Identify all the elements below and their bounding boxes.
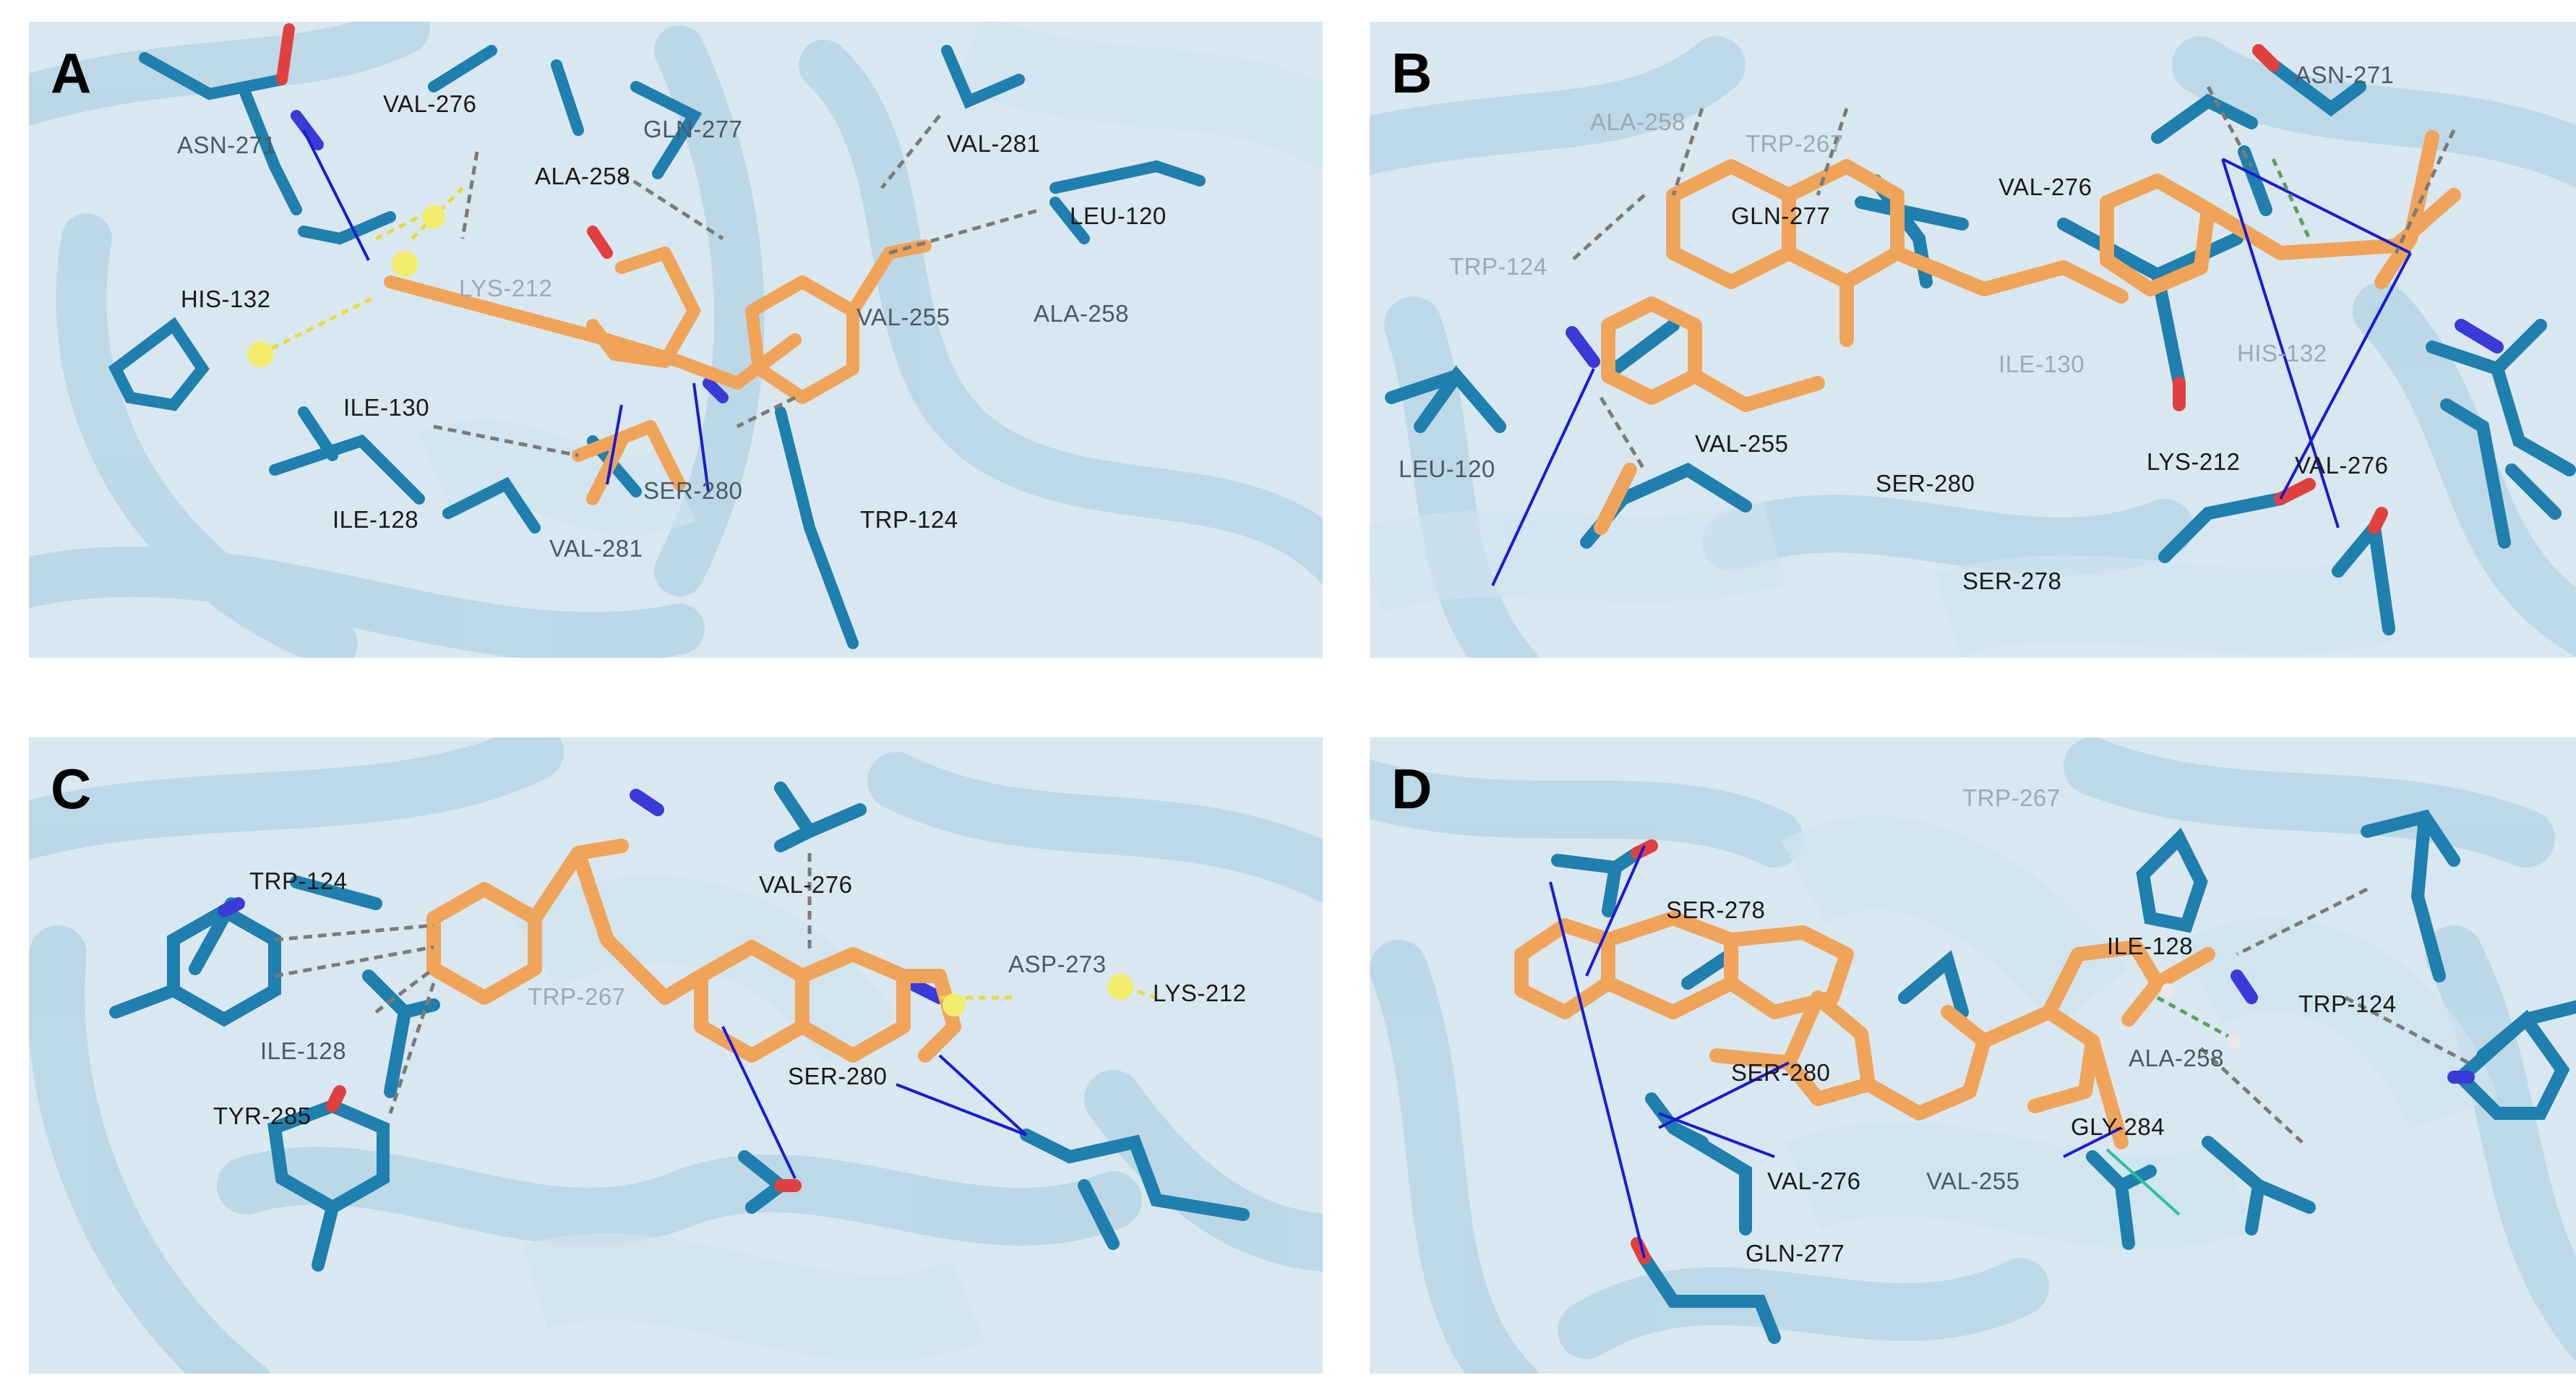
residue-label: VAL-276 xyxy=(383,90,477,117)
residue-label: ASP-273 xyxy=(1008,951,1107,977)
panel-b: B ASN-271 ALA-258 TRP-267 VAL-276 GLN-27… xyxy=(1370,22,2576,658)
residue-label: SER-278 xyxy=(1666,896,1766,923)
residue-label: SER-278 xyxy=(1962,568,2062,594)
residue-label: VAL-276 xyxy=(1767,1168,1861,1194)
residue-label: ALA-258 xyxy=(1590,108,1686,135)
residue-label: TRP-124 xyxy=(249,868,348,894)
residue-label: TYR-285 xyxy=(213,1102,312,1129)
residue-label: SER-280 xyxy=(643,477,743,504)
residue-label: VAL-255 xyxy=(1926,1168,2020,1194)
panel-c: C TRP-124 VAL-276 ASP-273 LYS-212 TRP-26… xyxy=(29,737,1323,1374)
residue-label: TRP-267 xyxy=(528,983,626,1010)
panel-c-structure xyxy=(29,737,1323,1374)
residue-label: LYS-212 xyxy=(1153,980,1247,1006)
panel-d: D TRP-267 SER-278 ILE-128 TRP-124 ALA-25… xyxy=(1370,737,2576,1374)
residue-label: TRP-124 xyxy=(860,506,958,533)
residue-label: GLN-277 xyxy=(1731,202,1831,229)
residue-label: HIS-132 xyxy=(181,286,271,312)
residue-label: GLN-277 xyxy=(643,116,743,142)
residue-label: VAL-281 xyxy=(549,535,643,562)
residue-label: VAL-276 xyxy=(1998,174,2092,200)
residue-label: LYS-212 xyxy=(459,275,553,301)
residue-label: ILE-130 xyxy=(1998,351,2085,377)
residue-label: ALA-258 xyxy=(2129,1045,2224,1071)
panel-a: A ASN-271 VAL-276 GLN-277 VAL-281 ALA-25… xyxy=(29,22,1323,658)
residue-label: ALA-258 xyxy=(535,163,630,189)
residue-label: ILE-128 xyxy=(2107,933,2194,959)
residue-label: SER-280 xyxy=(1876,470,1975,497)
residue-label: VAL-281 xyxy=(947,130,1041,157)
residue-label: VAL-276 xyxy=(2295,452,2389,479)
residue-label: VAL-255 xyxy=(856,304,950,330)
panel-letter: A xyxy=(51,41,92,105)
residue-label: LYS-212 xyxy=(2147,448,2241,475)
panel-letter: B xyxy=(1391,41,1433,105)
panel-a-structure xyxy=(29,22,1323,658)
residue-label: LEU-120 xyxy=(1070,202,1167,229)
residue-label: ASN-271 xyxy=(2295,61,2395,88)
residue-label: TRP-124 xyxy=(1449,253,1547,280)
residue-label: LEU-120 xyxy=(1399,455,1495,482)
residue-label: ILE-130 xyxy=(343,394,430,421)
residue-label: TRP-267 xyxy=(1746,130,1844,157)
panel-d-structure xyxy=(1370,737,2576,1374)
panel-letter: C xyxy=(51,757,92,821)
panel-b-structure xyxy=(1370,36,2576,658)
residue-label: HIS-132 xyxy=(2237,340,2327,367)
residue-label: GLN-277 xyxy=(1746,1240,1845,1267)
residue-label: TRP-124 xyxy=(2298,990,2397,1017)
residue-label: SER-280 xyxy=(1731,1059,1831,1086)
residue-label: GLY-284 xyxy=(2071,1113,2165,1140)
residue-label: SER-280 xyxy=(788,1063,888,1089)
residue-label: VAL-276 xyxy=(759,871,853,898)
residue-label: ALA-258 xyxy=(1034,300,1129,327)
residue-label: ILE-128 xyxy=(332,506,419,533)
residue-label: ASN-271 xyxy=(177,132,277,158)
residue-label: TRP-267 xyxy=(1962,784,2061,811)
residue-label: ILE-128 xyxy=(260,1037,347,1064)
residue-label: VAL-255 xyxy=(1695,430,1789,457)
panel-letter: D xyxy=(1391,757,1433,821)
